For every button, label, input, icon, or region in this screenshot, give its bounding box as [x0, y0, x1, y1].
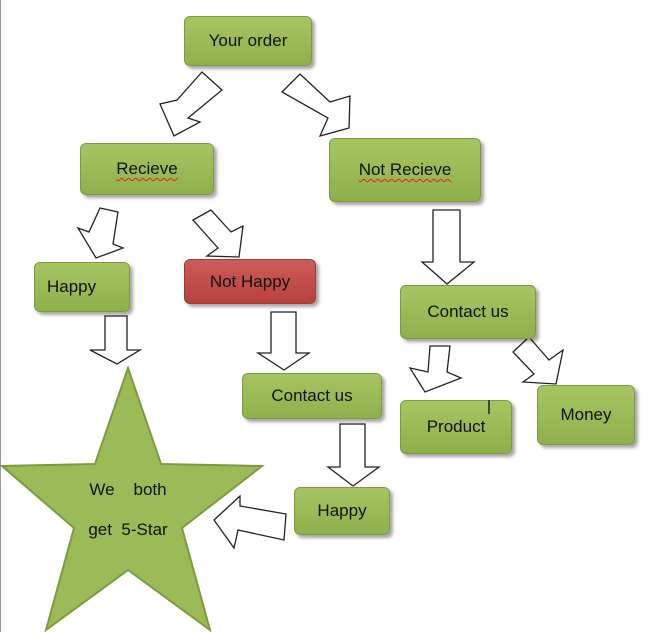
node-happy-1: Happy: [34, 262, 130, 312]
arrow-order-to-not-recieve: [280, 73, 351, 137]
star-text-line-2: get 5-Star: [88, 520, 168, 539]
node-contact-us-left: Contact us: [242, 373, 382, 419]
node-money: Money: [537, 385, 635, 445]
arrow-not-recieve-to-contact: [420, 209, 476, 285]
arrow-recieve-to-not-happy: [191, 209, 244, 258]
text-cursor: [488, 400, 490, 414]
arrow-recieve-to-happy: [76, 207, 125, 259]
arrow-contact-to-money: [512, 336, 564, 385]
node-not-recieve: Not Recieve: [329, 138, 481, 202]
arrow-contact-to-product: [408, 345, 463, 393]
node-money-label: Money: [560, 405, 612, 424]
node-product: Product: [400, 400, 512, 454]
arrow-contact-to-happy: [326, 423, 381, 487]
node-recieve-label: Recieve: [116, 159, 178, 178]
node-recieve: Recieve: [80, 143, 214, 195]
node-not-recieve-label: Not Recieve: [358, 160, 452, 179]
node-contact-us-left-label: Contact us: [271, 386, 353, 405]
arrow-order-to-recieve: [159, 71, 223, 137]
node-your-order: Your order: [184, 16, 312, 66]
node-happy-2-label: Happy: [317, 501, 367, 520]
node-not-happy-label: Not Happy: [209, 271, 291, 291]
node-contact-us-right-label: Contact us: [427, 302, 509, 321]
node-your-order-label: Your order: [208, 31, 288, 50]
node-product-label: Product: [426, 417, 486, 436]
five-star-shape: [0, 364, 265, 632]
node-not-happy: Not Happy: [184, 259, 316, 304]
node-happy-1-label: Happy: [47, 277, 97, 296]
page-left-edge: [0, 0, 1, 632]
node-happy-2: Happy: [294, 487, 390, 535]
star-text-line-1: We both: [89, 480, 167, 499]
arrow-not-happy-to-contact: [255, 311, 312, 371]
node-contact-us-right: Contact us: [400, 285, 536, 339]
arrow-happy-to-star: [89, 315, 143, 365]
arrow-happy-to-star-left: [213, 494, 287, 550]
